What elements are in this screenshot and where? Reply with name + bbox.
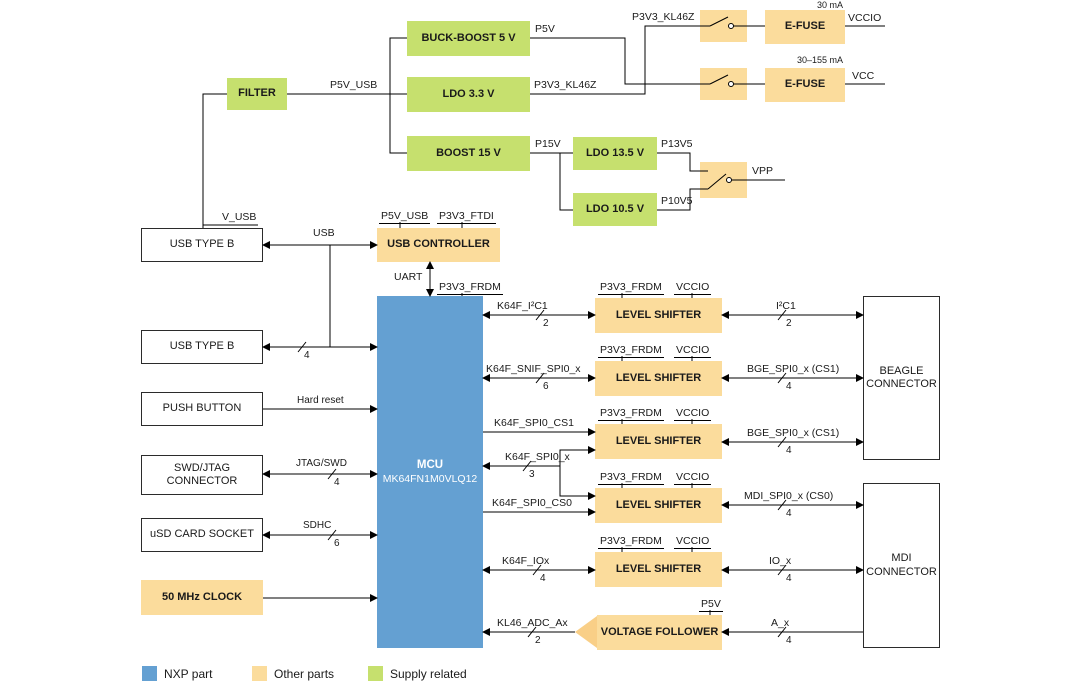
block-mdi-connector: MDI CONNECTOR [863, 483, 940, 648]
signal-label-io-x: IO_x [769, 555, 792, 567]
block-efuse-vccio: E-FUSE [765, 10, 845, 44]
bus-width-bge2: 4 [786, 445, 792, 456]
bus-width-iox: 4 [540, 573, 546, 584]
net-label-p5v-usb-ctrl: P5V_USB [379, 210, 431, 224]
bus-width-usb2: 4 [304, 350, 310, 361]
signal-label-k64f-i2c1: K64F_I²C1 [497, 300, 548, 312]
block-boost-15v: BOOST 15 V [407, 136, 530, 171]
switch-vpp [700, 162, 747, 198]
signal-label-i2c1: I²C1 [776, 300, 796, 312]
bus-width-snif: 6 [543, 381, 549, 392]
block-ldo-13v5: LDO 13.5 V [573, 137, 657, 170]
net-label-vpp: VPP [752, 165, 774, 177]
bus-width-i2c-right: 2 [786, 318, 792, 329]
net-label-p3v3-frdm-ls4: P3V3_FRDM [598, 471, 664, 485]
block-voltage-follower: VOLTAGE FOLLOWER [597, 615, 722, 650]
block-buck-boost-5v: BUCK-BOOST 5 V [407, 21, 530, 56]
net-label-p13v5: P13V5 [661, 138, 693, 150]
legend-swatch-nxp [142, 666, 157, 681]
switch-vccio [700, 10, 747, 42]
bus-width-a-x: 4 [786, 635, 792, 646]
net-label-p3v3-frdm-ls2: P3V3_FRDM [598, 344, 664, 358]
current-rating-30-155ma: 30–155 mA [796, 55, 843, 65]
block-usb-controller: USB CONTROLLER [377, 228, 500, 262]
net-label-p5v: P5V [535, 23, 555, 35]
block-level-shifter-3: LEVEL SHIFTER [595, 424, 722, 459]
mcu-title: MCU [416, 458, 444, 471]
net-label-p3v3-kl46z: P3V3_KL46Z [534, 79, 597, 91]
bus-width-spi0-x: 3 [529, 469, 535, 480]
net-label-p3v3-frdm-mcu: P3V3_FRDM [437, 281, 503, 295]
block-level-shifter-5: LEVEL SHIFTER [595, 552, 722, 587]
legend-swatch-other [252, 666, 267, 681]
signal-label-k64f-iox: K64F_IOx [502, 555, 550, 567]
block-usb-type-b-1: USB TYPE B [141, 228, 263, 262]
signal-label-sdhc: SDHC [303, 520, 332, 531]
mcu-part-number: MK64FN1M0VLQ12 [382, 472, 478, 485]
block-swd-jtag-connector: SWD/JTAG CONNECTOR [141, 455, 263, 495]
signal-label-uart: UART [394, 271, 423, 283]
net-label-vccio: VCCIO [848, 12, 882, 24]
block-ldo-3v3: LDO 3.3 V [407, 77, 530, 112]
signal-label-kl46-adc-ax: KL46_ADC_Ax [497, 617, 568, 629]
bus-width-slashes [297, 309, 787, 638]
switch-vcc [700, 68, 747, 100]
net-label-vccio-ls2: VCCIO [674, 344, 712, 358]
signal-label-usb: USB [313, 227, 335, 239]
signal-label-jtag-swd: JTAG/SWD [296, 458, 347, 469]
block-usd-card-socket: uSD CARD SOCKET [141, 518, 263, 552]
signal-label-mdi-spi0-x: MDI_SPI0_x (CS0) [744, 490, 834, 502]
bus-width-mdi: 4 [786, 508, 792, 519]
signal-label-hard-reset: Hard reset [297, 395, 344, 406]
signal-label-k64f-snif-spi0-x: K64F_SNIF_SPI0_x [486, 363, 581, 375]
signal-label-k64f-spi0-cs0: K64F_SPI0_CS0 [492, 497, 572, 509]
block-push-button: PUSH BUTTON [141, 392, 263, 426]
net-label-p3v3-frdm-ls1: P3V3_FRDM [598, 281, 664, 295]
block-level-shifter-1: LEVEL SHIFTER [595, 298, 722, 333]
net-label-vccio-ls5: VCCIO [674, 535, 712, 549]
signal-label-bge-spi0-x-1: BGE_SPI0_x (CS1) [747, 363, 840, 375]
net-label-p5v-follower: P5V [699, 598, 723, 612]
current-rating-30ma: 30 mA [816, 0, 843, 10]
net-label-vccio-ls4: VCCIO [674, 471, 712, 485]
bus-width-bge1: 4 [786, 381, 792, 392]
signal-label-k64f-spi0-x: K64F_SPI0_x [505, 451, 570, 463]
power-wires [202, 25, 885, 228]
block-level-shifter-4: LEVEL SHIFTER [595, 488, 722, 523]
signal-label-k64f-spi0-cs1: K64F_SPI0_CS1 [494, 417, 574, 429]
legend-label-nxp: NXP part [164, 667, 213, 681]
adc-arrow-triangle [575, 616, 597, 648]
bus-width-i2c-left: 2 [543, 318, 549, 329]
bus-width-adc: 2 [535, 635, 541, 646]
legend-swatch-supply [368, 666, 383, 681]
net-label-p5v-usb: P5V_USB [330, 79, 378, 91]
net-label-vccio-ls3: VCCIO [674, 407, 712, 421]
bus-width-jtag: 4 [334, 477, 340, 488]
bus-width-io-right: 4 [786, 573, 792, 584]
signal-label-a-x: A_x [771, 617, 790, 629]
legend-label-other: Other parts [274, 667, 335, 681]
signal-label-bge-spi0-x-2: BGE_SPI0_x (CS1) [747, 427, 840, 439]
net-label-p3v3-kl46z-top: P3V3_KL46Z [632, 11, 695, 23]
net-label-vccio-ls1: VCCIO [674, 281, 712, 295]
net-label-vcc: VCC [852, 70, 875, 82]
net-label-v-usb: V_USB [222, 211, 257, 223]
net-label-p3v3-frdm-ls3: P3V3_FRDM [598, 407, 664, 421]
block-level-shifter-2: LEVEL SHIFTER [595, 361, 722, 396]
block-beagle-connector: BEAGLE CONNECTOR [863, 296, 940, 460]
block-filter: FILTER [227, 78, 287, 110]
block-ldo-10v5: LDO 10.5 V [573, 193, 657, 226]
block-usb-type-b-2: USB TYPE B [141, 330, 263, 364]
bus-width-sdhc: 6 [334, 538, 340, 549]
block-mcu: MCU MK64FN1M0VLQ12 [377, 296, 483, 648]
block-efuse-vcc: E-FUSE [765, 68, 845, 102]
legend-label-supply: Supply related [390, 667, 467, 681]
block-50mhz-clock: 50 MHz CLOCK [141, 580, 263, 615]
net-label-p10v5: P10V5 [661, 195, 693, 207]
net-label-p15v: P15V [535, 138, 561, 150]
net-label-p3v3-frdm-ls5: P3V3_FRDM [598, 535, 664, 549]
net-label-p3v3-ftdi: P3V3_FTDI [437, 210, 496, 224]
